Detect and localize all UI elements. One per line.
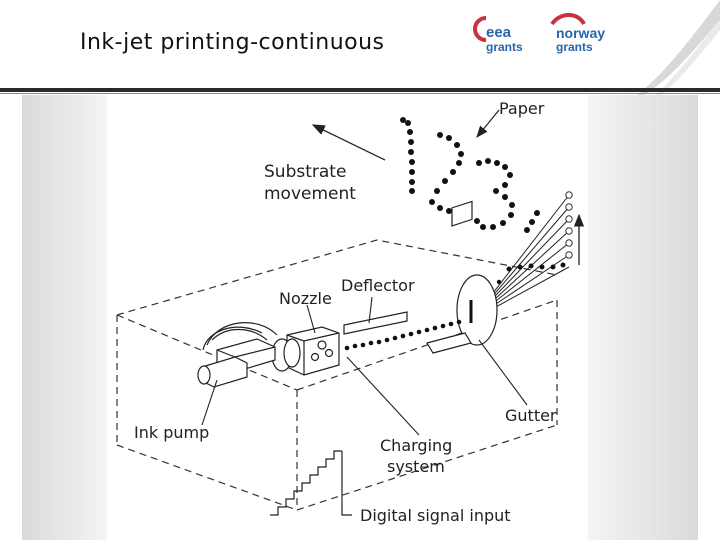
- gutter-label: Gutter: [505, 406, 557, 425]
- right-grey-band: [588, 95, 698, 540]
- header-divider-thin: [0, 93, 720, 94]
- substrate-arrow: [311, 124, 386, 161]
- ink-stream: [344, 319, 462, 351]
- digital-signal-staircase: [270, 450, 352, 516]
- charging-label-line2: system: [387, 457, 445, 476]
- gutter-assembly: [426, 200, 498, 354]
- inkjet-diagram: Paper Substrate movement: [116, 99, 585, 525]
- ink-pump: [197, 322, 278, 388]
- nozzle-label: Nozzle: [279, 289, 332, 308]
- diagram-panel: Paper Substrate movement: [107, 95, 588, 540]
- open-drop-circles: [565, 191, 573, 259]
- ink-pump-label: Ink pump: [134, 423, 209, 442]
- norway-mark-icon: [550, 13, 586, 26]
- eea-word: eea: [486, 24, 512, 41]
- paper-label: Paper: [499, 99, 545, 118]
- deflector-label: Deflector: [341, 276, 415, 295]
- norway-grants-word: grants: [556, 40, 593, 54]
- eea-mark-icon: [473, 16, 487, 42]
- substrate-label-line2: movement: [264, 184, 356, 204]
- norway-word: norway: [556, 25, 606, 41]
- slide-title: Ink-jet printing-continuous: [80, 30, 385, 55]
- eea-grants-word: grants: [486, 40, 523, 54]
- digital-signal-label: Digital signal input: [360, 506, 511, 525]
- charging-label-line1: Charging: [380, 436, 452, 455]
- header-divider: [0, 88, 720, 92]
- leader-lines: [201, 296, 528, 436]
- enclosure-dashed-box: [116, 239, 558, 511]
- left-grey-band: [22, 95, 107, 540]
- corner-swoosh: [630, 0, 720, 100]
- deflector-plate: [343, 311, 408, 335]
- substrate-label-line1: Substrate: [264, 162, 346, 182]
- paper-arrow: [476, 109, 500, 138]
- nozzle-block: [271, 326, 340, 376]
